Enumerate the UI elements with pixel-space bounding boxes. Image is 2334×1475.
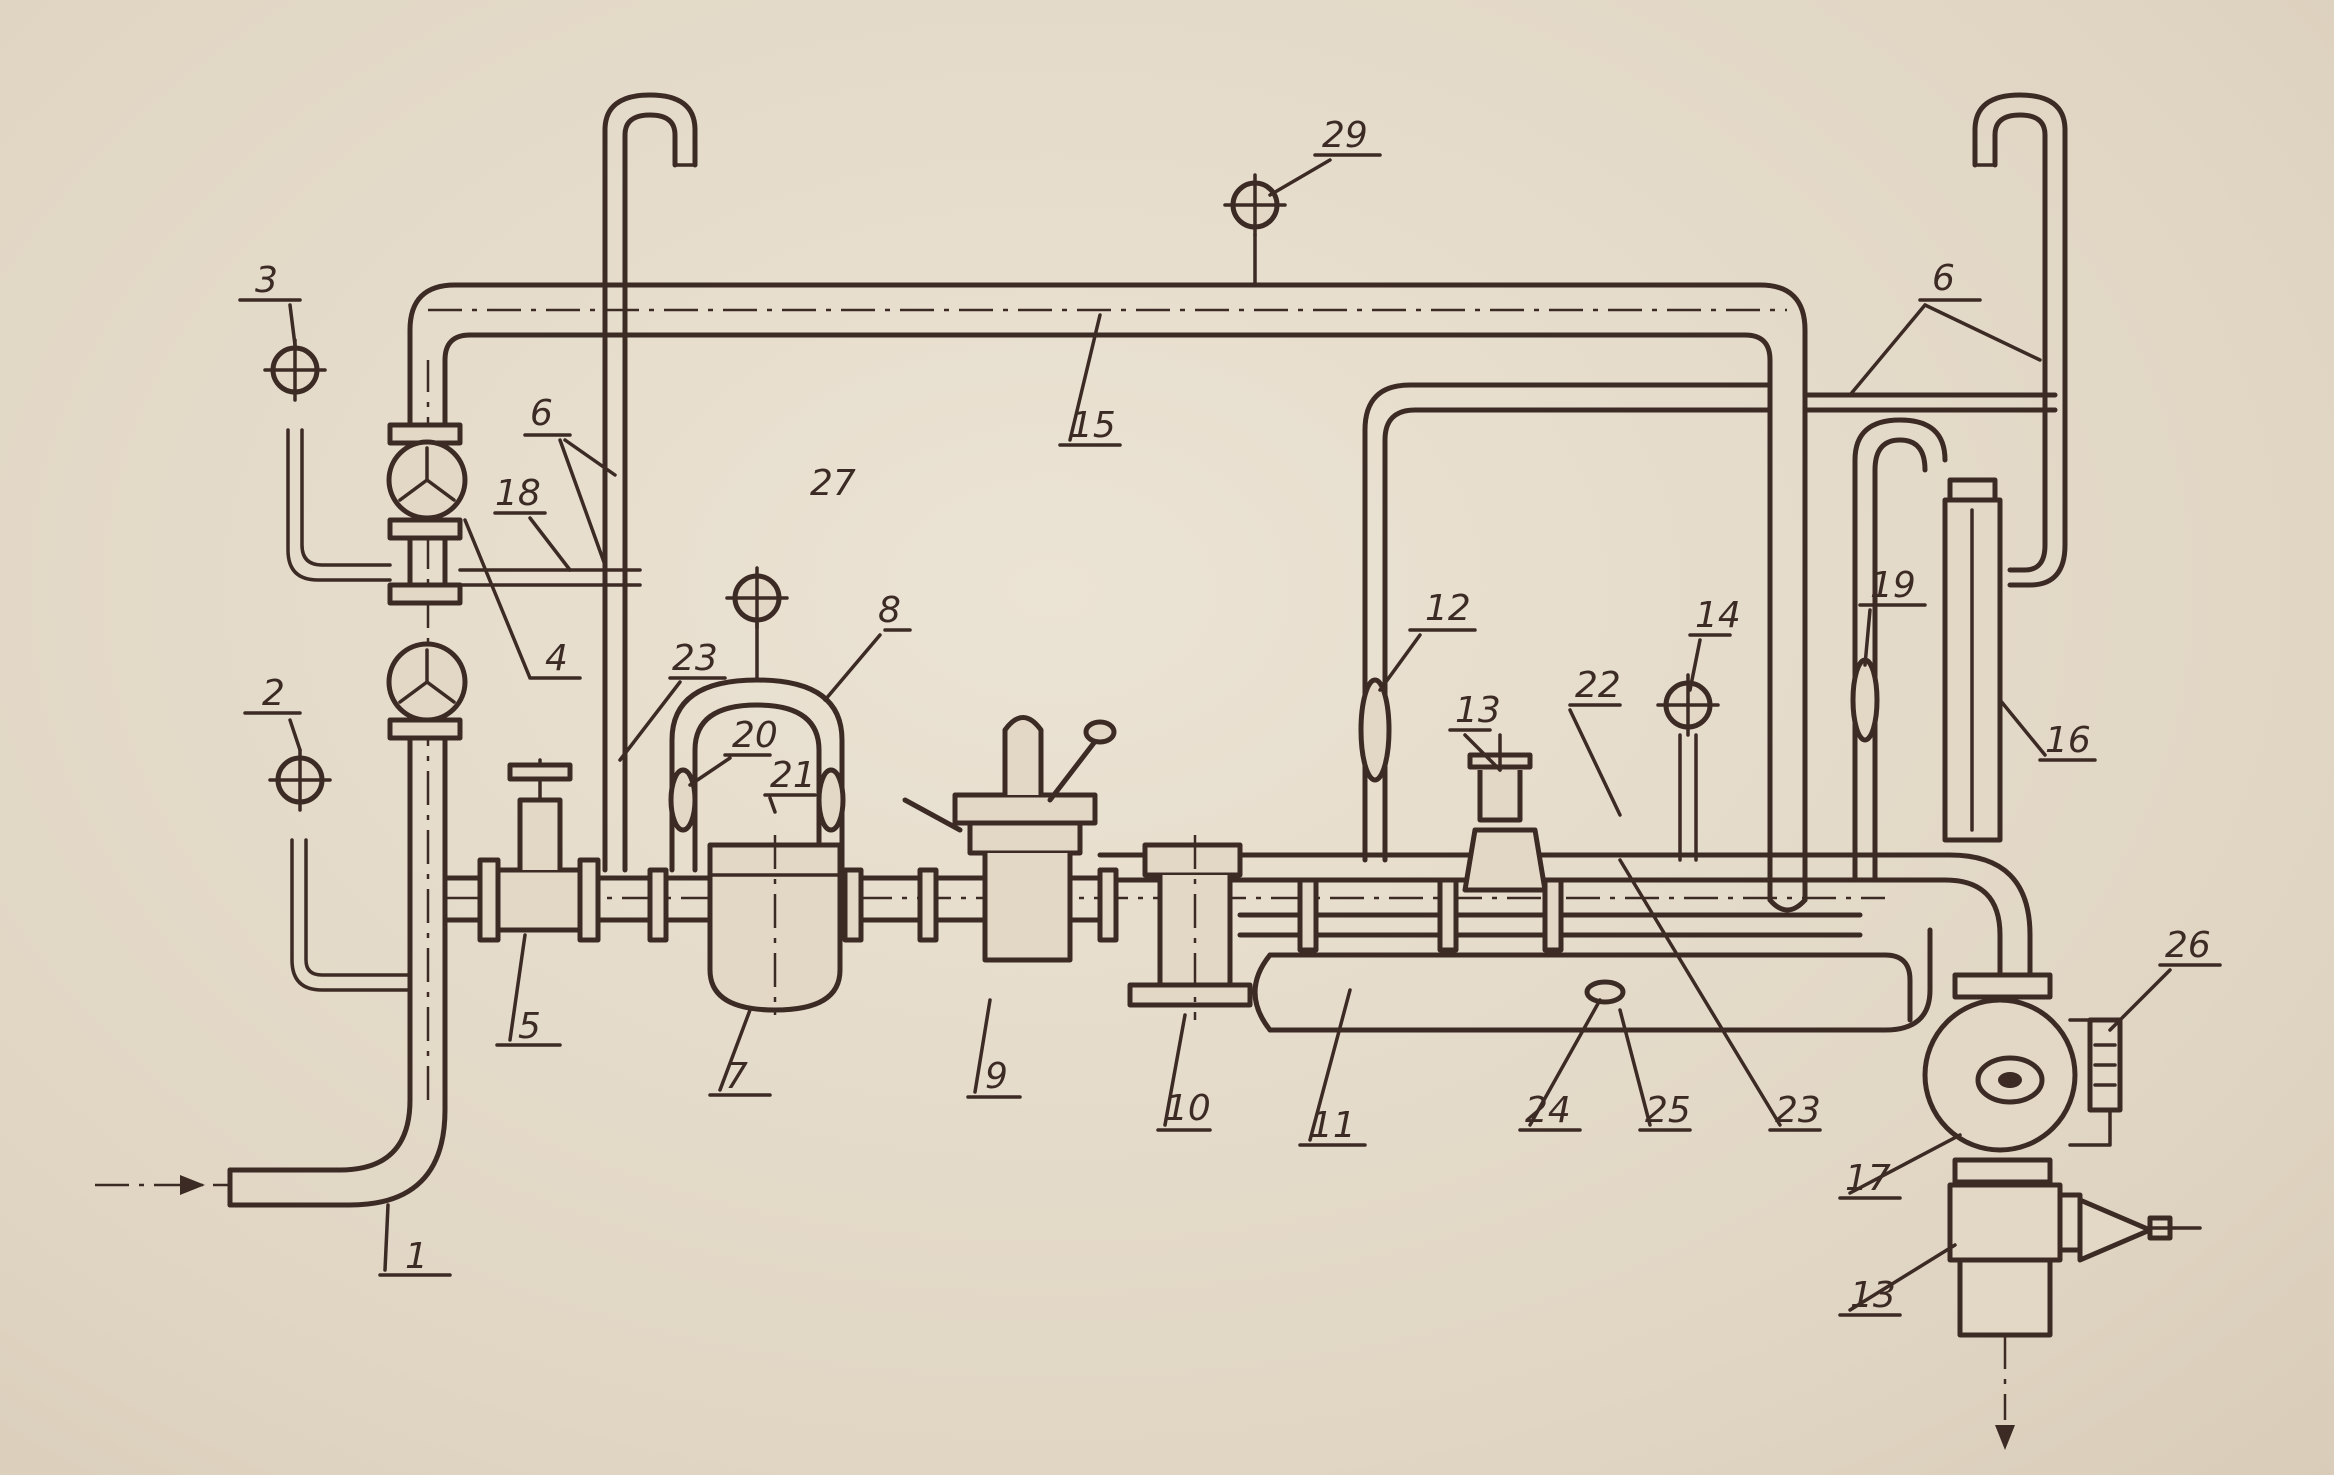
label-18: 18 [495, 473, 541, 514]
label-6-left: 6 [530, 393, 553, 434]
label-11: 11 [1310, 1105, 1356, 1146]
loop-19 [1850, 417, 1948, 883]
pressure-gauge-3 [263, 338, 392, 582]
pressure-gauge-2 [268, 748, 412, 992]
instrument-26 [2087, 1017, 2123, 1113]
label-13-mid: 13 [1455, 690, 1501, 731]
vent-pipe-6-right [1802, 92, 2068, 588]
filter-7 [707, 835, 843, 1015]
label-25: 25 [1645, 1090, 1691, 1131]
gate-valve-5 [477, 758, 601, 943]
vent-pipe-6-left [602, 92, 698, 873]
flanges [647, 867, 1564, 953]
shutoff-13-mid [1462, 733, 1548, 893]
flow-meter-16 [1942, 477, 2003, 843]
label-29: 29 [1322, 115, 1368, 156]
label-3: 3 [255, 260, 278, 301]
label-9: 9 [985, 1056, 1008, 1097]
pressure-gauge-14 [1656, 673, 1720, 862]
pressure-gauge-27 [725, 566, 789, 682]
label-13-bottom: 13 [1850, 1275, 1896, 1316]
heat-exchanger-11 [1252, 927, 1933, 1033]
pressure-gauge-29 [1223, 173, 1287, 287]
shutoff-13-bottom [1947, 1182, 2202, 1450]
label-5: 5 [518, 1006, 541, 1047]
inlet-arrow-icon [180, 1175, 205, 1195]
loop-12 [1358, 382, 1773, 863]
outlet-elbow [1882, 852, 2033, 978]
label-1: 1 [405, 1236, 428, 1277]
label-12: 12 [1425, 588, 1471, 629]
valve-4-lower [386, 537, 468, 893]
leader-lines [238, 153, 2222, 1317]
label-20: 20 [732, 715, 778, 756]
label-6-right: 6 [1932, 258, 1955, 299]
label-15: 15 [1070, 405, 1116, 446]
label-22: 22 [1575, 665, 1621, 706]
label-24: 24 [1525, 1090, 1571, 1131]
pump-17 [1922, 972, 2112, 1185]
part-labels: 1 2 3 4 5 6 6 7 8 9 10 11 12 13 13 14 15… [255, 115, 2211, 1316]
label-27: 27 [810, 463, 856, 504]
valve-4-upper [386, 422, 468, 541]
label-23-left: 23 [672, 638, 718, 679]
label-2: 2 [262, 673, 285, 714]
label-16: 16 [2045, 720, 2091, 761]
regulator-9 [902, 715, 1117, 963]
loop-pipe-15 [407, 282, 1808, 913]
bypass-8 [668, 677, 846, 873]
label-7: 7 [725, 1056, 748, 1097]
label-17: 17 [1845, 1158, 1891, 1199]
label-14: 14 [1695, 595, 1741, 636]
label-8: 8 [878, 590, 901, 631]
label-4: 4 [545, 638, 568, 679]
label-21: 21 [770, 755, 816, 796]
valve-10 [1127, 835, 1253, 1020]
label-19: 19 [1870, 565, 1916, 606]
label-26: 26 [2165, 925, 2211, 966]
label-10: 10 [1165, 1088, 1211, 1129]
label-23-right: 23 [1775, 1090, 1821, 1131]
